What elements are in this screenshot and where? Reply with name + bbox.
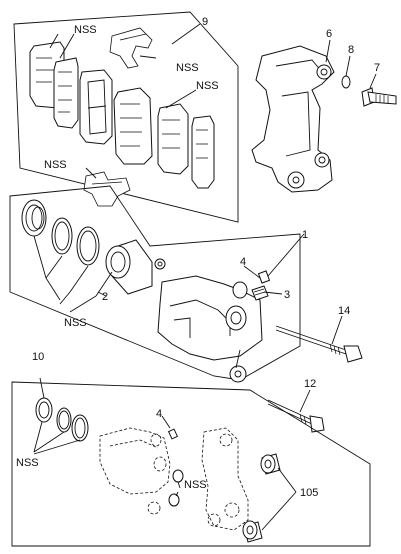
label-nss-3: NSS (196, 80, 219, 92)
guide-sleeve-upper (260, 453, 281, 475)
callout-12: 12 (304, 378, 316, 390)
leader-9 (171, 23, 201, 45)
kit-seal-2 (71, 414, 89, 442)
seal-ring-2 (76, 226, 100, 266)
bracket-bolt-hole-upper (316, 64, 332, 80)
callout-10: 10 (32, 351, 44, 363)
pad-kit-outline (13, 11, 239, 223)
anti-rattle-clip-top (109, 27, 153, 69)
callout-4a: 4 (240, 256, 246, 268)
guide-bolt-12: 12 (267, 378, 325, 433)
label-nss-5: NSS (64, 317, 87, 329)
callout-1: 1 (302, 229, 308, 241)
leader-nss-1 (49, 33, 59, 49)
repair-kit-group: 4 10 NSS NSS 105 (11, 351, 371, 547)
label-nss-6: NSS (16, 457, 39, 469)
caliper-housing-phantom (99, 427, 171, 515)
kit-bleeder-screw (167, 428, 179, 440)
bracket-bolt (361, 87, 397, 107)
pad-kit-group: NSS NSS NSS NSS 9 (13, 11, 239, 223)
label-nss-7: NSS (184, 479, 207, 491)
callout-3: 3 (284, 289, 290, 301)
bleeder-screw (251, 270, 271, 301)
leader-nss-4 (85, 167, 97, 179)
anti-rattle-clip-bottom (83, 171, 131, 207)
brake-pad-left (79, 69, 113, 145)
callout-2: 2 (102, 291, 108, 303)
callout-105: 105 (300, 487, 318, 499)
guide-sleeve-lower (242, 520, 263, 543)
caliper-assembly-outline (9, 185, 301, 381)
callout-8: 8 (348, 44, 354, 56)
leader-nss-1b (59, 33, 75, 59)
leader-nss-2 (139, 55, 157, 59)
leader-nss-3 (165, 89, 197, 109)
pad-shim-right (157, 103, 189, 175)
pad-shim-left (53, 57, 79, 129)
label-nss-1: NSS (74, 24, 97, 36)
label-nss-2: NSS (176, 62, 199, 74)
piston (105, 239, 153, 295)
kit-dust-boot (35, 397, 53, 423)
kit-pin-boot-2 (168, 493, 180, 507)
washer (341, 75, 351, 89)
pad-shim-outer-right (191, 115, 215, 189)
callout-6: 6 (326, 28, 332, 40)
callout-9: 9 (202, 16, 208, 28)
callout-7: 7 (374, 62, 380, 74)
callout-4b: 4 (156, 408, 162, 420)
repair-kit-outline (11, 381, 371, 547)
caliper-bracket-group: 6 8 7 (251, 28, 397, 193)
bracket-phantom (201, 427, 249, 531)
dust-boot (21, 199, 47, 237)
bracket-bolt-hole-lower (314, 152, 330, 168)
callout-14: 14 (338, 305, 350, 317)
label-nss-4: NSS (44, 159, 67, 171)
caliper-housing (157, 275, 263, 383)
guide-pin-boot (154, 258, 166, 270)
caliper-assembly-group: 1 4 3 2 NSS (9, 185, 308, 383)
kit-pin-boot-1 (172, 469, 184, 483)
brake-pad-right (113, 87, 153, 165)
guide-bolt-14: 14 (275, 305, 363, 363)
